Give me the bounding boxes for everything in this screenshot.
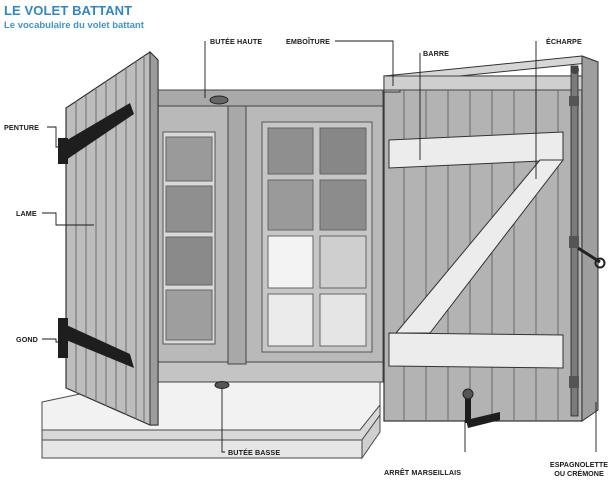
label-espagnolette-line2: OU CRÉMONE: [554, 469, 604, 478]
label-gond: GOND: [16, 335, 38, 344]
label-barre: BARRE: [423, 49, 450, 58]
label-butee-haute: BUTÉE HAUTE: [210, 37, 263, 46]
label-espagnolette-line1: ESPAGNOLETTE: [549, 460, 609, 469]
label-emboiture: EMBOÎTURE: [286, 37, 331, 46]
page-subtitle: Le vocabulaire du volet battant: [4, 20, 144, 31]
window-frame: [157, 89, 384, 389]
page-title: LE VOLET BATTANT: [4, 3, 133, 18]
leader-lines: [42, 40, 597, 453]
label-lame: LAME: [16, 209, 37, 218]
right-shutter: [383, 55, 606, 428]
label-butee-basse: BUTÉE BASSE: [228, 448, 281, 457]
label-arret-marseillais: ARRÊT MARSEILLAIS: [384, 468, 462, 477]
label-espagnolette: ESPAGNOLETTE OU CRÉMONE: [548, 460, 610, 478]
label-penture: PENTURE: [4, 123, 40, 132]
left-shutter: [58, 50, 159, 426]
label-echarpe: ÉCHARPE: [546, 37, 582, 46]
